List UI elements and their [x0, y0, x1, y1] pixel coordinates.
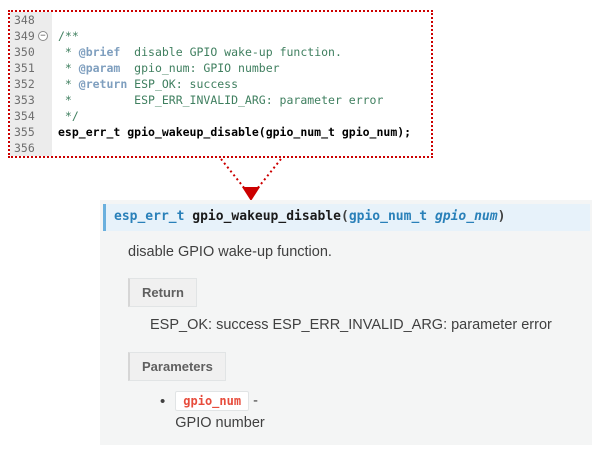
- line-number-gutter: 354: [10, 108, 52, 124]
- parameter-body: gpio_num - GPIO number: [175, 391, 265, 431]
- code-line: 354 */: [10, 108, 431, 124]
- signature-text: ): [497, 209, 506, 224]
- line-number-gutter: 351: [10, 60, 52, 76]
- line-number: 354: [14, 109, 35, 123]
- code-text[interactable]: [52, 12, 58, 28]
- code-segment-comment: ESP_OK: success: [127, 77, 239, 91]
- line-number-gutter: 348: [10, 12, 52, 28]
- line-number: 356: [14, 141, 35, 155]
- function-signature[interactable]: esp_err_t gpio_wakeup_disable(gpio_num_t…: [103, 204, 590, 231]
- line-number-gutter: 353: [10, 92, 52, 108]
- bullet-icon: •: [160, 393, 166, 410]
- code-line: 348: [10, 12, 431, 28]
- code-segment-comment: /**: [58, 29, 79, 43]
- code-line: 352 * @return ESP_OK: success: [10, 76, 431, 92]
- signature-text: [427, 209, 435, 224]
- code-text[interactable]: */: [52, 108, 79, 124]
- code-segment-comment: *: [58, 77, 79, 91]
- code-text[interactable]: * @brief disable GPIO wake-up function.: [52, 44, 342, 60]
- parameter-list: • gpio_num - GPIO number: [160, 391, 265, 431]
- signature-text: gpio_wakeup_disable: [192, 209, 341, 224]
- parameter-item: • gpio_num - GPIO number: [160, 391, 265, 431]
- fold-collapse-icon[interactable]: −: [38, 31, 48, 41]
- code-segment-comment: disable GPIO wake-up function.: [120, 45, 342, 59]
- documentation-panel: esp_err_t gpio_wakeup_disable(gpio_num_t…: [100, 200, 592, 445]
- code-text[interactable]: [52, 140, 58, 156]
- code-text[interactable]: * ESP_ERR_INVALID_ARG: parameter error: [52, 92, 384, 108]
- code-text[interactable]: /**: [52, 28, 79, 44]
- code-text[interactable]: * @return ESP_OK: success: [52, 76, 238, 92]
- code-line: 353 * ESP_ERR_INVALID_ARG: parameter err…: [10, 92, 431, 108]
- code-text[interactable]: * @param gpio_num: GPIO number: [52, 60, 280, 76]
- signature-type-link[interactable]: gpio_num_t: [348, 209, 428, 224]
- parameter-name-badge: gpio_num: [175, 391, 250, 411]
- line-number: 351: [14, 61, 35, 75]
- function-description: disable GPIO wake-up function.: [128, 244, 332, 260]
- line-number-gutter: 350: [10, 44, 52, 60]
- return-section-label: Return: [128, 278, 197, 307]
- parameter-name-line: gpio_num -: [175, 391, 264, 411]
- signature-text: (: [341, 209, 349, 224]
- parameter-description: GPIO number: [175, 415, 265, 431]
- parameters-section-label: Parameters: [128, 352, 226, 381]
- return-text: ESP_OK: success ESP_ERR_INVALID_ARG: par…: [150, 317, 552, 333]
- code-line: 350 * @brief disable GPIO wake-up functi…: [10, 44, 431, 60]
- line-number: 355: [14, 125, 35, 139]
- line-number-gutter: 352: [10, 76, 52, 92]
- code-segment-doctag: @brief: [78, 45, 121, 59]
- code-line: 356: [10, 140, 431, 156]
- code-line: 351 * @param gpio_num: GPIO number: [10, 60, 431, 76]
- code-line: 355 esp_err_t gpio_wakeup_disable(gpio_nu…: [10, 124, 431, 140]
- line-number-gutter: 349−: [10, 28, 52, 44]
- code-segment-comment: gpio_num: GPIO number: [120, 61, 280, 75]
- code-segment-doctag: @param: [78, 61, 121, 75]
- signature-text: gpio_num: [434, 209, 498, 224]
- code-segment-comment: *: [58, 45, 79, 59]
- code-text[interactable]: esp_err_t gpio_wakeup_disable(gpio_num_t…: [52, 124, 411, 140]
- code-segment-doctag: @return: [78, 77, 128, 91]
- line-number: 353: [14, 93, 35, 107]
- code-segment-code: esp_err_t gpio_wakeup_disable(gpio_num_t…: [58, 125, 412, 139]
- parameter-separator: -: [249, 393, 258, 409]
- code-line: 349−/**: [10, 28, 431, 44]
- line-number-gutter: 356: [10, 140, 52, 156]
- line-number: 349: [14, 29, 35, 43]
- code-segment-comment: * ESP_ERR_INVALID_ARG: parameter error: [58, 93, 384, 107]
- line-number: 352: [14, 77, 35, 91]
- line-number: 348: [14, 13, 35, 27]
- code-segment-comment: */: [58, 109, 79, 123]
- code-segment-comment: *: [58, 61, 79, 75]
- dotted-arrow-down-icon: [220, 158, 282, 201]
- line-number-gutter: 355: [10, 124, 52, 140]
- signature-type-link[interactable]: esp_err_t: [114, 209, 193, 224]
- line-number: 350: [14, 45, 35, 59]
